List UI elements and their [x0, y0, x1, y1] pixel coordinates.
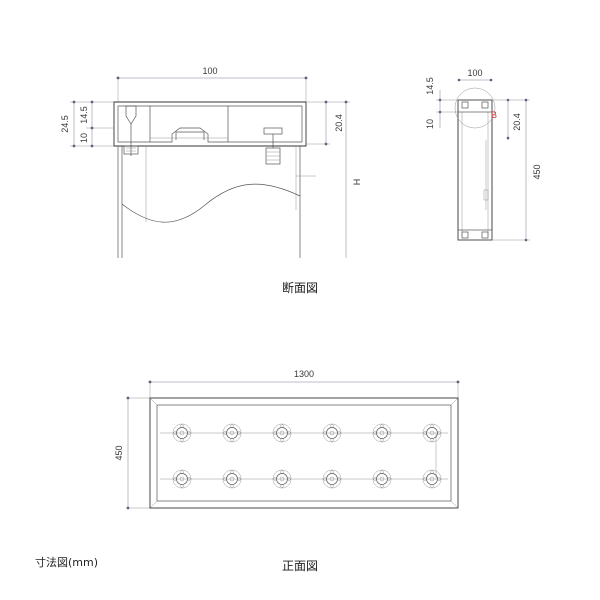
front-width-label: 1300	[294, 369, 314, 379]
right-mid-label: 20.4	[334, 114, 344, 132]
fastener-grid	[172, 423, 442, 489]
fastener-icon	[172, 469, 192, 489]
fastener-icon	[372, 469, 392, 489]
fastener-icon	[372, 423, 392, 443]
fastener-icon	[422, 469, 442, 489]
left-upper-label: 14.5	[79, 106, 89, 124]
front-height-label: 450	[114, 445, 124, 460]
fastener-icon	[272, 469, 292, 489]
section-detail: 100	[60, 66, 362, 258]
side-mid-label: 20.4	[512, 113, 522, 131]
side-width-label: 100	[467, 68, 482, 78]
fastener-icon	[272, 423, 292, 443]
left-lower-label: 10	[79, 133, 89, 143]
dimension-note-caption: 寸法図(mm)	[35, 555, 98, 569]
left-outer-label: 24.5	[60, 115, 70, 133]
fastener-icon	[422, 423, 442, 443]
side-upper-label: 14.5	[425, 77, 435, 95]
top-width-label: 100	[202, 66, 217, 76]
side-section: 100 B 14.5 10 20.4 450	[425, 68, 542, 242]
detail-marker-label: B	[491, 110, 497, 120]
side-height-label: 450	[532, 164, 542, 179]
side-lower-label: 10	[425, 119, 435, 129]
fastener-icon	[322, 423, 342, 443]
height-symbol-label: H	[352, 179, 362, 186]
front-view: 1300 450	[114, 369, 460, 510]
fastener-icon	[322, 469, 342, 489]
fastener-icon	[222, 469, 242, 489]
section-view-caption: 断面図	[282, 280, 318, 295]
front-view-caption: 正面図	[282, 559, 318, 573]
fastener-icon	[172, 423, 192, 443]
fastener-icon	[222, 423, 242, 443]
